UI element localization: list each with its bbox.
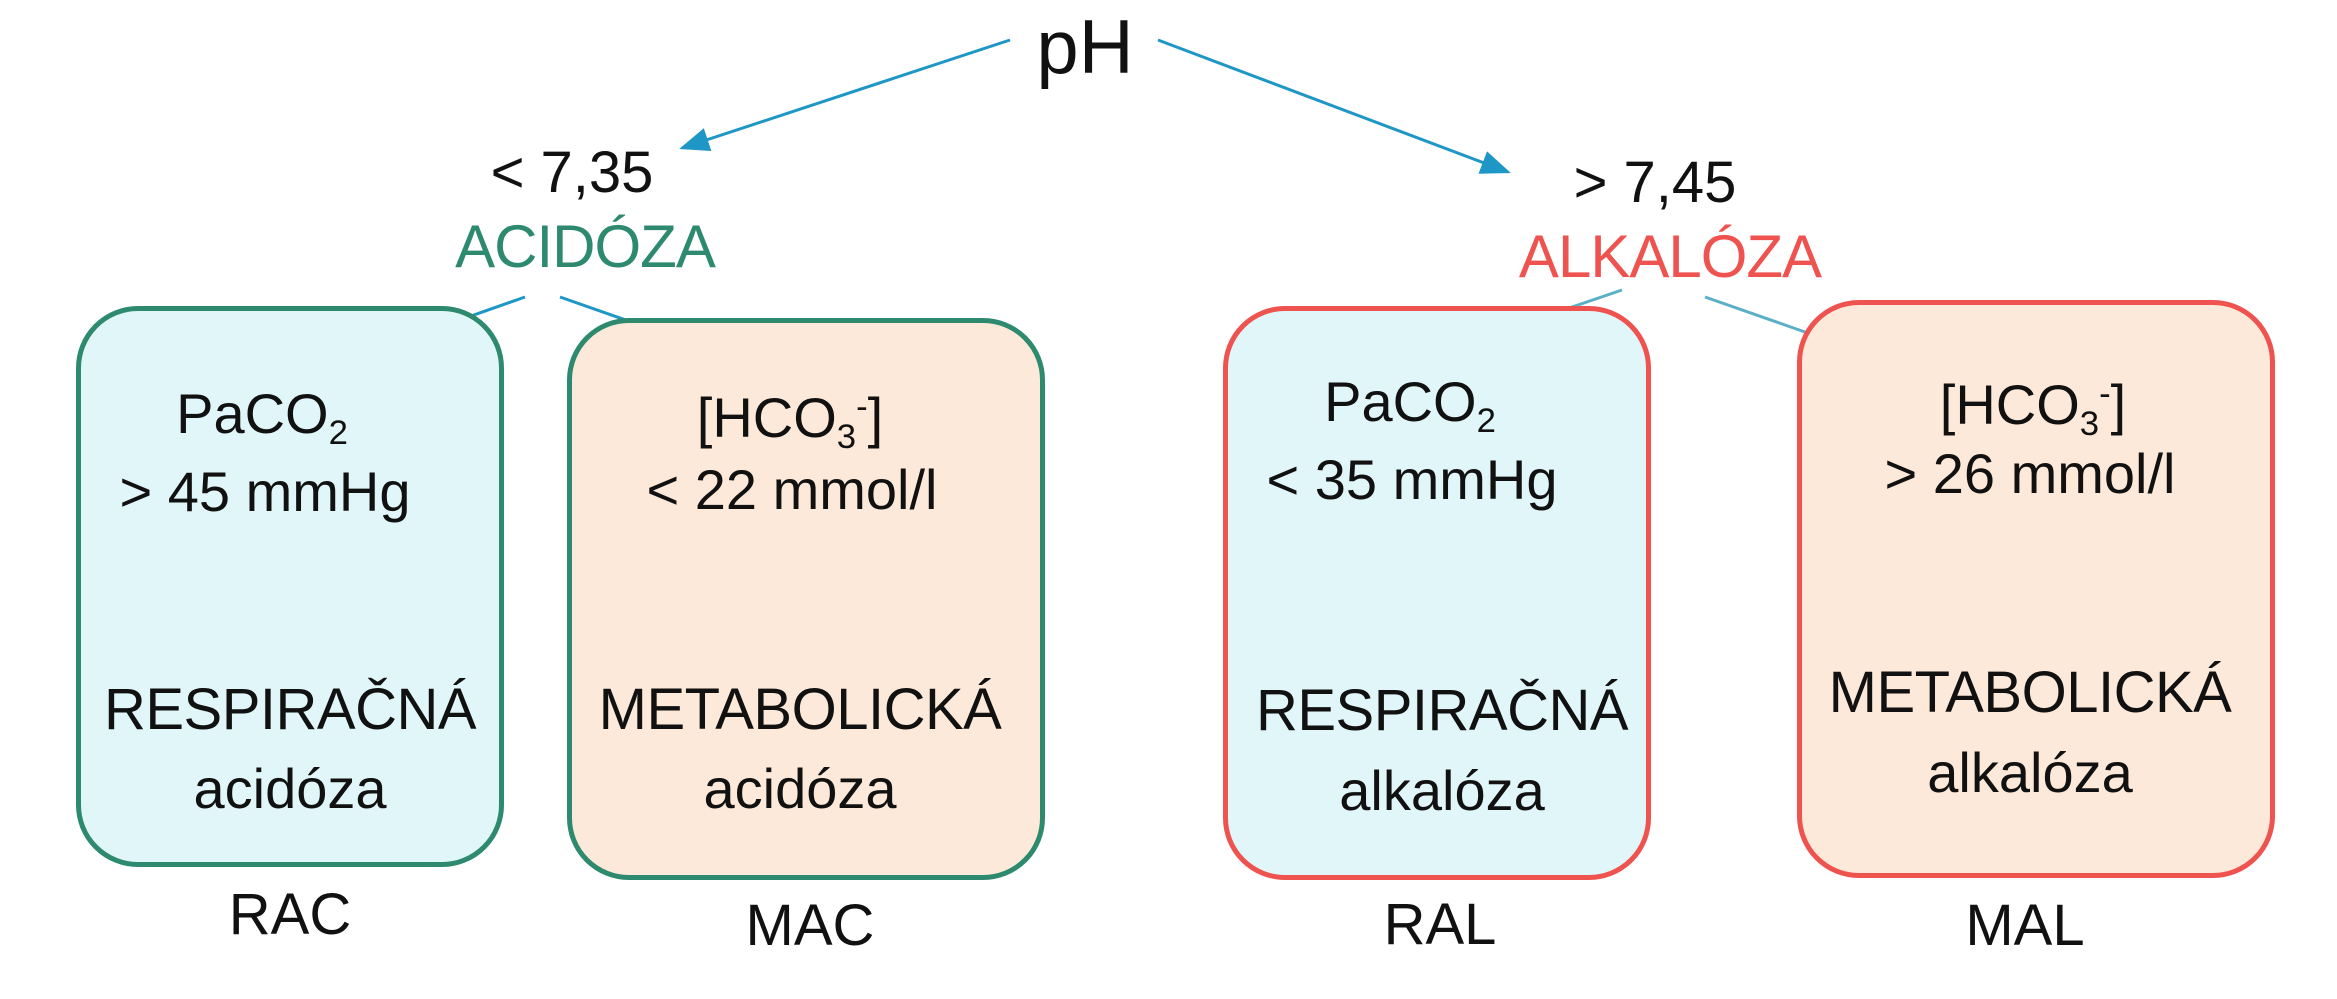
mac-abbreviation: MAC bbox=[745, 893, 875, 958]
root-ph-label: pH bbox=[1036, 5, 1134, 90]
rac-result-main: RESPIRAČNÁ bbox=[103, 677, 477, 742]
mac-result-main: METABOLICKÁ bbox=[598, 677, 1002, 742]
alkalosis-category-label: ALKALÓZA bbox=[1518, 223, 1822, 290]
arrow-ph-to-alkalosis bbox=[1157, 38, 1511, 174]
ral-param-name: PaCO2 bbox=[1324, 370, 1496, 441]
mac-param-value: < 22 mmol/l bbox=[646, 458, 938, 521]
arrow-ph-to-acidosis bbox=[679, 38, 1011, 151]
mal-abbreviation: MAL bbox=[1965, 893, 2085, 958]
mac-box bbox=[567, 318, 1045, 880]
mal-result-main: METABOLICKÁ bbox=[1828, 660, 2232, 725]
ral-param-value: < 35 mmHg bbox=[1266, 448, 1558, 511]
rac-param-name: PaCO2 bbox=[176, 382, 348, 453]
mac-result-sub: acidóza bbox=[703, 757, 897, 820]
mal-result-sub: alkalóza bbox=[1927, 741, 2133, 804]
ral-result-main: RESPIRAČNÁ bbox=[1255, 678, 1629, 743]
alkalosis-threshold: > 7,45 bbox=[1573, 150, 1737, 215]
mac-param-name: [HCO3-] bbox=[696, 386, 884, 457]
mal-box bbox=[1797, 300, 2275, 878]
acidosis-category-label: ACIDÓZA bbox=[455, 213, 716, 280]
rac-box bbox=[76, 306, 504, 867]
ral-box bbox=[1223, 306, 1651, 880]
rac-result-sub: acidóza bbox=[193, 757, 387, 820]
mal-param-name: [HCO3-] bbox=[1939, 373, 2127, 444]
rac-param-value: > 45 mmHg bbox=[119, 460, 411, 523]
ral-result-sub: alkalóza bbox=[1339, 759, 1545, 822]
mal-param-value: > 26 mmol/l bbox=[1884, 442, 2176, 505]
ral-abbreviation: RAL bbox=[1383, 892, 1497, 957]
acidosis-threshold: < 7,35 bbox=[490, 140, 654, 205]
rac-abbreviation: RAC bbox=[228, 882, 352, 947]
